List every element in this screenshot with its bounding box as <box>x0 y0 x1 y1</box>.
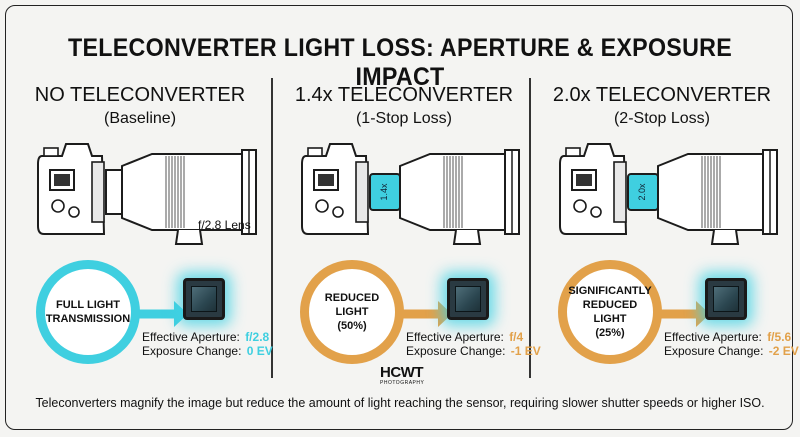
column-baseline: NO TELECONVERTER (Baseline) f/2.8 Lens F… <box>8 78 273 378</box>
circle-text: REDUCED LIGHT <box>324 292 380 318</box>
circle-text: (25%) <box>595 327 625 339</box>
circle-text: TRANSMISSION <box>45 313 131 325</box>
aperture-value: f/4 <box>509 330 524 344</box>
hcwt-logo: HCWT PHOTOGRAPHY <box>380 364 425 386</box>
metric-label: Exposure Change: <box>142 344 242 358</box>
light-flow-arrow <box>133 301 188 327</box>
light-transmission-circle: SIGNIFICANTLY REDUCED LIGHT (25%) <box>558 260 662 364</box>
footer-caption: Teleconverters magnify the image but red… <box>35 395 765 410</box>
exposure-value: 0 EV <box>246 344 273 358</box>
circle-text: SIGNIFICANTLY <box>568 285 652 297</box>
main-title: TELECONVERTER LIGHT LOSS: APERTURE & EXP… <box>67 34 733 91</box>
teleconverter-label: 1.4x <box>379 183 389 201</box>
light-flow-arrow <box>397 301 452 327</box>
circle-text: REDUCED LIGHT <box>582 299 638 325</box>
aperture-value: f/2.8 <box>245 330 270 344</box>
column-divider <box>271 78 273 378</box>
camera-lens-illustration: 1.4x <box>301 143 520 245</box>
light-flow-arrow <box>655 301 710 327</box>
camera-lens-illustration: 2.0x <box>559 143 778 245</box>
infographic-frame <box>5 5 793 430</box>
lens-label: f/2.8 Lens <box>198 218 251 232</box>
effective-aperture: Effective Aperture: f/4 <box>406 330 523 344</box>
column-2-0x: 2.0x TELECONVERTER (2-Stop Loss) 2.0x SI… <box>530 78 799 378</box>
light-transmission-circle: REDUCED LIGHT (50%) <box>300 260 404 364</box>
circle-text: (50%) <box>337 320 367 332</box>
aperture-value: f/5.6 <box>767 330 792 344</box>
column-title: 1.4x TELECONVERTER <box>294 84 514 106</box>
image-sensor-icon <box>183 278 225 320</box>
metric-label: Exposure Change: <box>406 344 506 358</box>
circle-text: FULL LIGHT <box>56 299 120 311</box>
exposure-change: Exposure Change: 0 EV <box>142 344 273 358</box>
column-subtitle: (1-Stop Loss) <box>355 110 453 127</box>
exposure-value: -2 EV <box>768 344 799 358</box>
exposure-change: Exposure Change: -2 EV <box>664 344 799 358</box>
exposure-change: Exposure Change: -1 EV <box>406 344 541 358</box>
metric-label: Effective Aperture: <box>406 330 504 344</box>
metric-label: Effective Aperture: <box>664 330 762 344</box>
effective-aperture: Effective Aperture: f/5.6 <box>664 330 791 344</box>
column-subtitle: (2-Stop Loss) <box>613 110 711 127</box>
image-sensor-icon <box>447 278 489 320</box>
light-transmission-circle: FULL LIGHT TRANSMISSION <box>36 260 140 364</box>
exposure-value: -1 EV <box>510 344 541 358</box>
column-title: 2.0x TELECONVERTER <box>552 84 772 106</box>
column-1-4x: 1.4x TELECONVERTER (1-Stop Loss) 1.4x RE… <box>272 78 541 378</box>
image-sensor-icon <box>705 278 747 320</box>
column-title: NO TELECONVERTER <box>34 84 246 106</box>
metric-label: Effective Aperture: <box>142 330 240 344</box>
metric-label: Exposure Change: <box>664 344 764 358</box>
teleconverter-label: 2.0x <box>637 183 647 201</box>
effective-aperture: Effective Aperture: f/2.8 <box>142 330 269 344</box>
column-divider <box>529 78 531 378</box>
camera-lens-illustration <box>37 143 257 245</box>
column-subtitle: (Baseline) <box>103 110 177 127</box>
